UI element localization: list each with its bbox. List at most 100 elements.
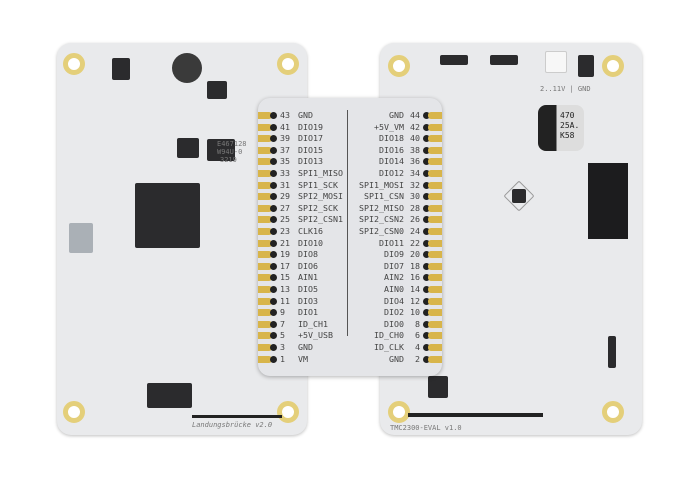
capacitor-marking: 470 — [560, 111, 575, 120]
pin-number: 44 — [410, 110, 420, 120]
pin-label: DIO13 — [298, 156, 323, 167]
pin-number: 38 — [410, 144, 420, 155]
pin-pad — [258, 135, 272, 143]
pin-label: DIO6 — [298, 260, 318, 271]
pin-label: SPI1_SCK — [298, 179, 338, 190]
pin-pad — [258, 170, 272, 177]
pin-pad — [428, 216, 442, 224]
jumper[interactable] — [440, 55, 468, 65]
mounting-hole — [277, 401, 299, 423]
pin-label: ID_CH1 — [298, 318, 328, 329]
mounting-hole — [63, 53, 85, 75]
microcontroller — [135, 183, 200, 248]
jumper[interactable] — [490, 55, 518, 65]
regulator — [112, 58, 130, 80]
pin-label: DIO3 — [298, 295, 318, 306]
pin-row: 3 GND ID_CLK 4 — [258, 342, 442, 353]
pin-number: 30 — [410, 191, 420, 202]
pin-pad — [258, 181, 272, 189]
power-label: 2..11V | GND — [540, 85, 591, 93]
pin-label: DIO9 — [384, 249, 404, 260]
pin-via — [423, 181, 430, 189]
pin-via — [423, 309, 430, 317]
pin-via — [423, 158, 430, 166]
pin-row: 13 DIO5 AIN0 14 — [258, 284, 442, 295]
pin-number: 10 — [410, 307, 420, 318]
pin-number: 20 — [410, 249, 420, 260]
pin-number: 15 — [280, 272, 290, 283]
pin-via — [423, 112, 430, 119]
pin-label: +5V_USB — [298, 330, 333, 341]
mounting-hole — [63, 401, 85, 423]
mounting-hole — [277, 53, 299, 75]
pin-via — [270, 262, 277, 270]
pin-via — [423, 146, 430, 154]
pin-via — [270, 216, 277, 224]
pin-pad — [428, 262, 442, 270]
pin-label: DIO14 — [379, 156, 404, 167]
pin-via — [270, 355, 277, 363]
pin-via — [423, 239, 430, 247]
pin-row: 31 SPI1_SCK SPI1_MOSI 32 — [258, 180, 442, 191]
silk-line — [408, 413, 543, 417]
pin-row: 33 SPI1_MISO DIO12 34 — [258, 168, 442, 179]
pin-pad — [428, 355, 442, 363]
pin-pad — [428, 170, 442, 177]
pin-header[interactable] — [608, 336, 616, 368]
pin-via — [270, 204, 277, 212]
pin-number: 13 — [280, 284, 290, 294]
pin-via — [270, 158, 277, 166]
pin-number: 33 — [280, 168, 290, 178]
pin-row: 39 DIO17 DIO18 40 — [258, 133, 442, 144]
power-connector[interactable] — [545, 51, 567, 73]
pin-pad — [258, 146, 272, 154]
pin-pad — [428, 181, 442, 189]
pin-label: DIO2 — [384, 307, 404, 318]
pin-number: 17 — [280, 260, 290, 271]
pin-via — [270, 181, 277, 189]
pin-via — [423, 297, 430, 305]
pin-number: 28 — [410, 202, 420, 213]
pin-label: GND — [298, 342, 313, 352]
pin-number: 4 — [415, 342, 420, 352]
pin-number: 2 — [415, 353, 420, 364]
pin-pad — [258, 193, 272, 201]
pin-row: 5 +5V_USB ID_CH0 6 — [258, 330, 442, 341]
pin-label: DIO4 — [384, 295, 404, 306]
silk-line — [192, 415, 282, 418]
pin-number: 32 — [410, 179, 420, 190]
pin-label: SPI1_MISO — [298, 168, 343, 178]
pin-label: SPI2_CSN0 — [359, 226, 404, 236]
chip-marking: E467128 — [217, 140, 247, 148]
ic — [147, 383, 192, 408]
pin-via — [423, 216, 430, 224]
pin-pad — [428, 146, 442, 154]
pin-pad — [258, 158, 272, 166]
pin-label: DIO10 — [298, 237, 323, 248]
chip-marking: 3219 — [220, 156, 237, 164]
pin-label: AIN1 — [298, 272, 318, 283]
pin-via — [423, 135, 430, 143]
pin-via — [270, 228, 277, 235]
ic — [428, 376, 448, 398]
pin-number: 25 — [280, 214, 290, 225]
pin-label: DIO15 — [298, 144, 323, 155]
pin-label: SPI2_CSN1 — [298, 214, 343, 225]
pin-number: 22 — [410, 237, 420, 248]
pin-number: 40 — [410, 133, 420, 144]
pin-via — [423, 262, 430, 270]
motor-header[interactable] — [588, 163, 628, 239]
pin-label: DIO1 — [298, 307, 318, 318]
pin-number: 31 — [280, 179, 290, 190]
pin-via — [423, 320, 430, 328]
pin-number: 18 — [410, 260, 420, 271]
usb-c-connector[interactable] — [69, 223, 93, 253]
pin-number: 7 — [280, 318, 285, 329]
pin-via — [270, 123, 277, 131]
board-name: Landungsbrücke v2.0 — [192, 421, 273, 429]
inductor — [172, 53, 202, 83]
pin-pad — [428, 193, 442, 201]
pin-row: 35 DIO13 DIO14 36 — [258, 156, 442, 167]
pin-pad — [258, 123, 272, 131]
pin-label: SPI1_CSN — [364, 191, 404, 202]
